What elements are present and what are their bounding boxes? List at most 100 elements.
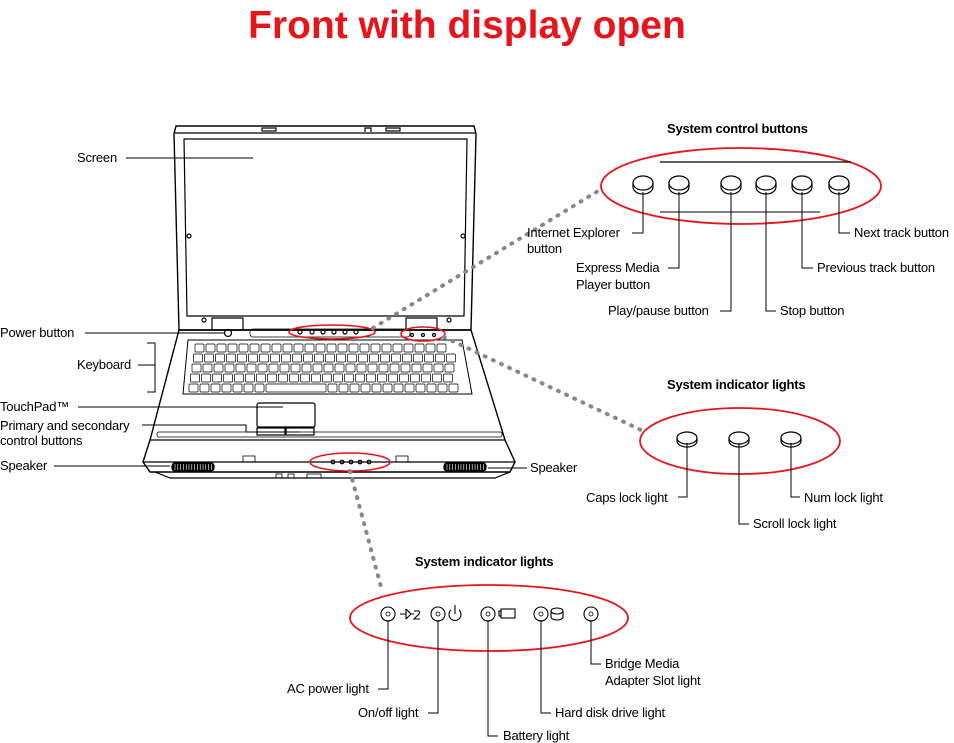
key: [443, 373, 453, 383]
key: [249, 343, 260, 353]
key: [314, 353, 324, 363]
key: [435, 353, 445, 363]
key: [360, 383, 371, 393]
ac-power-light: [380, 606, 396, 622]
highlight-control-buttons: [288, 324, 376, 340]
key: [325, 353, 335, 363]
key: [303, 353, 313, 363]
key: [322, 373, 332, 383]
bridge-media-light: [583, 606, 599, 622]
laptop-control-dot: [320, 329, 326, 335]
connector-control: [371, 186, 605, 330]
key: [234, 373, 244, 383]
key: [432, 373, 442, 383]
key: [311, 373, 321, 383]
lid-camera: [364, 127, 372, 132]
key: [223, 373, 233, 383]
key: [415, 383, 426, 393]
front-dot: [330, 459, 336, 465]
laptop-control-dot: [331, 329, 337, 335]
connector-keyboard-lights: [442, 335, 643, 432]
key: [381, 343, 392, 353]
page-title: Front with display open: [248, 4, 686, 47]
key: [232, 383, 243, 393]
label-power-button: Power button: [0, 325, 75, 340]
screw: [186, 233, 192, 239]
label-hard-disk: Hard disk drive light: [555, 705, 665, 720]
key: [437, 383, 448, 393]
key: [300, 373, 310, 383]
laptop-base-outline: [142, 329, 516, 473]
laptop-control-dot: [297, 329, 303, 335]
key: [404, 383, 415, 393]
key: [421, 373, 431, 383]
key: [315, 343, 326, 353]
key: [268, 363, 279, 373]
keyboard-area: [182, 339, 473, 395]
key: [410, 373, 420, 383]
front-dot: [348, 459, 354, 465]
key: [336, 353, 346, 363]
key: [333, 373, 343, 383]
key: [382, 383, 393, 393]
label-battery: Battery light: [503, 728, 570, 743]
key: [436, 343, 447, 353]
speaker-grille: [171, 462, 215, 472]
control-buttons-group: [632, 175, 850, 195]
key: [337, 343, 348, 353]
key: [278, 373, 288, 383]
speaker-grille-right: [443, 462, 487, 472]
key: [370, 343, 381, 353]
key: [193, 353, 203, 363]
leader-lines: [54, 157, 850, 737]
key: [267, 373, 277, 383]
label-express-media-1: Express Media: [576, 260, 660, 275]
key: [444, 363, 455, 373]
key: [213, 363, 224, 373]
key: [270, 353, 280, 363]
key: [389, 363, 400, 373]
key: [334, 363, 345, 373]
key: [282, 343, 293, 353]
label-bridge-media-1: Bridge Media: [605, 656, 680, 671]
label-speaker-right: Speaker: [530, 460, 578, 475]
label-primary-secondary-2: control buttons: [0, 433, 83, 448]
next-track-button: [828, 175, 850, 191]
front-lights-group: [380, 605, 599, 622]
key: [348, 343, 359, 353]
key: [235, 363, 246, 373]
key: [369, 353, 379, 363]
key: [359, 343, 370, 353]
label-touchpad: TouchPad™: [0, 399, 70, 414]
num-lock-light: [780, 431, 802, 445]
key: [349, 383, 360, 393]
key: [378, 363, 389, 373]
speaker-grille-left: [171, 462, 215, 472]
key: [245, 373, 255, 383]
caps-lock-light: [676, 431, 698, 445]
key: [226, 353, 236, 363]
key: [393, 383, 404, 393]
previous-track-button: [791, 175, 813, 191]
key: [411, 363, 422, 373]
label-internet-explorer-1: Internet Explorer: [527, 225, 620, 240]
hard-disk-icon: [550, 607, 564, 621]
label-stop: Stop button: [780, 303, 845, 318]
ac-power-icon: [400, 608, 421, 620]
express-media-button: [668, 175, 690, 191]
label-bridge-media-2: Adapter Slot light: [605, 673, 701, 688]
key: [377, 373, 387, 383]
key: [367, 363, 378, 373]
header-system-indicator-lights-front: System indicator lights: [415, 554, 554, 569]
key: [400, 363, 411, 373]
key: [327, 383, 338, 393]
key: [254, 383, 265, 393]
key: [290, 363, 301, 373]
key: [224, 363, 235, 373]
key: [380, 353, 390, 363]
key: [265, 383, 327, 393]
key: [292, 353, 302, 363]
key: [391, 353, 401, 363]
stop-button: [755, 175, 777, 191]
